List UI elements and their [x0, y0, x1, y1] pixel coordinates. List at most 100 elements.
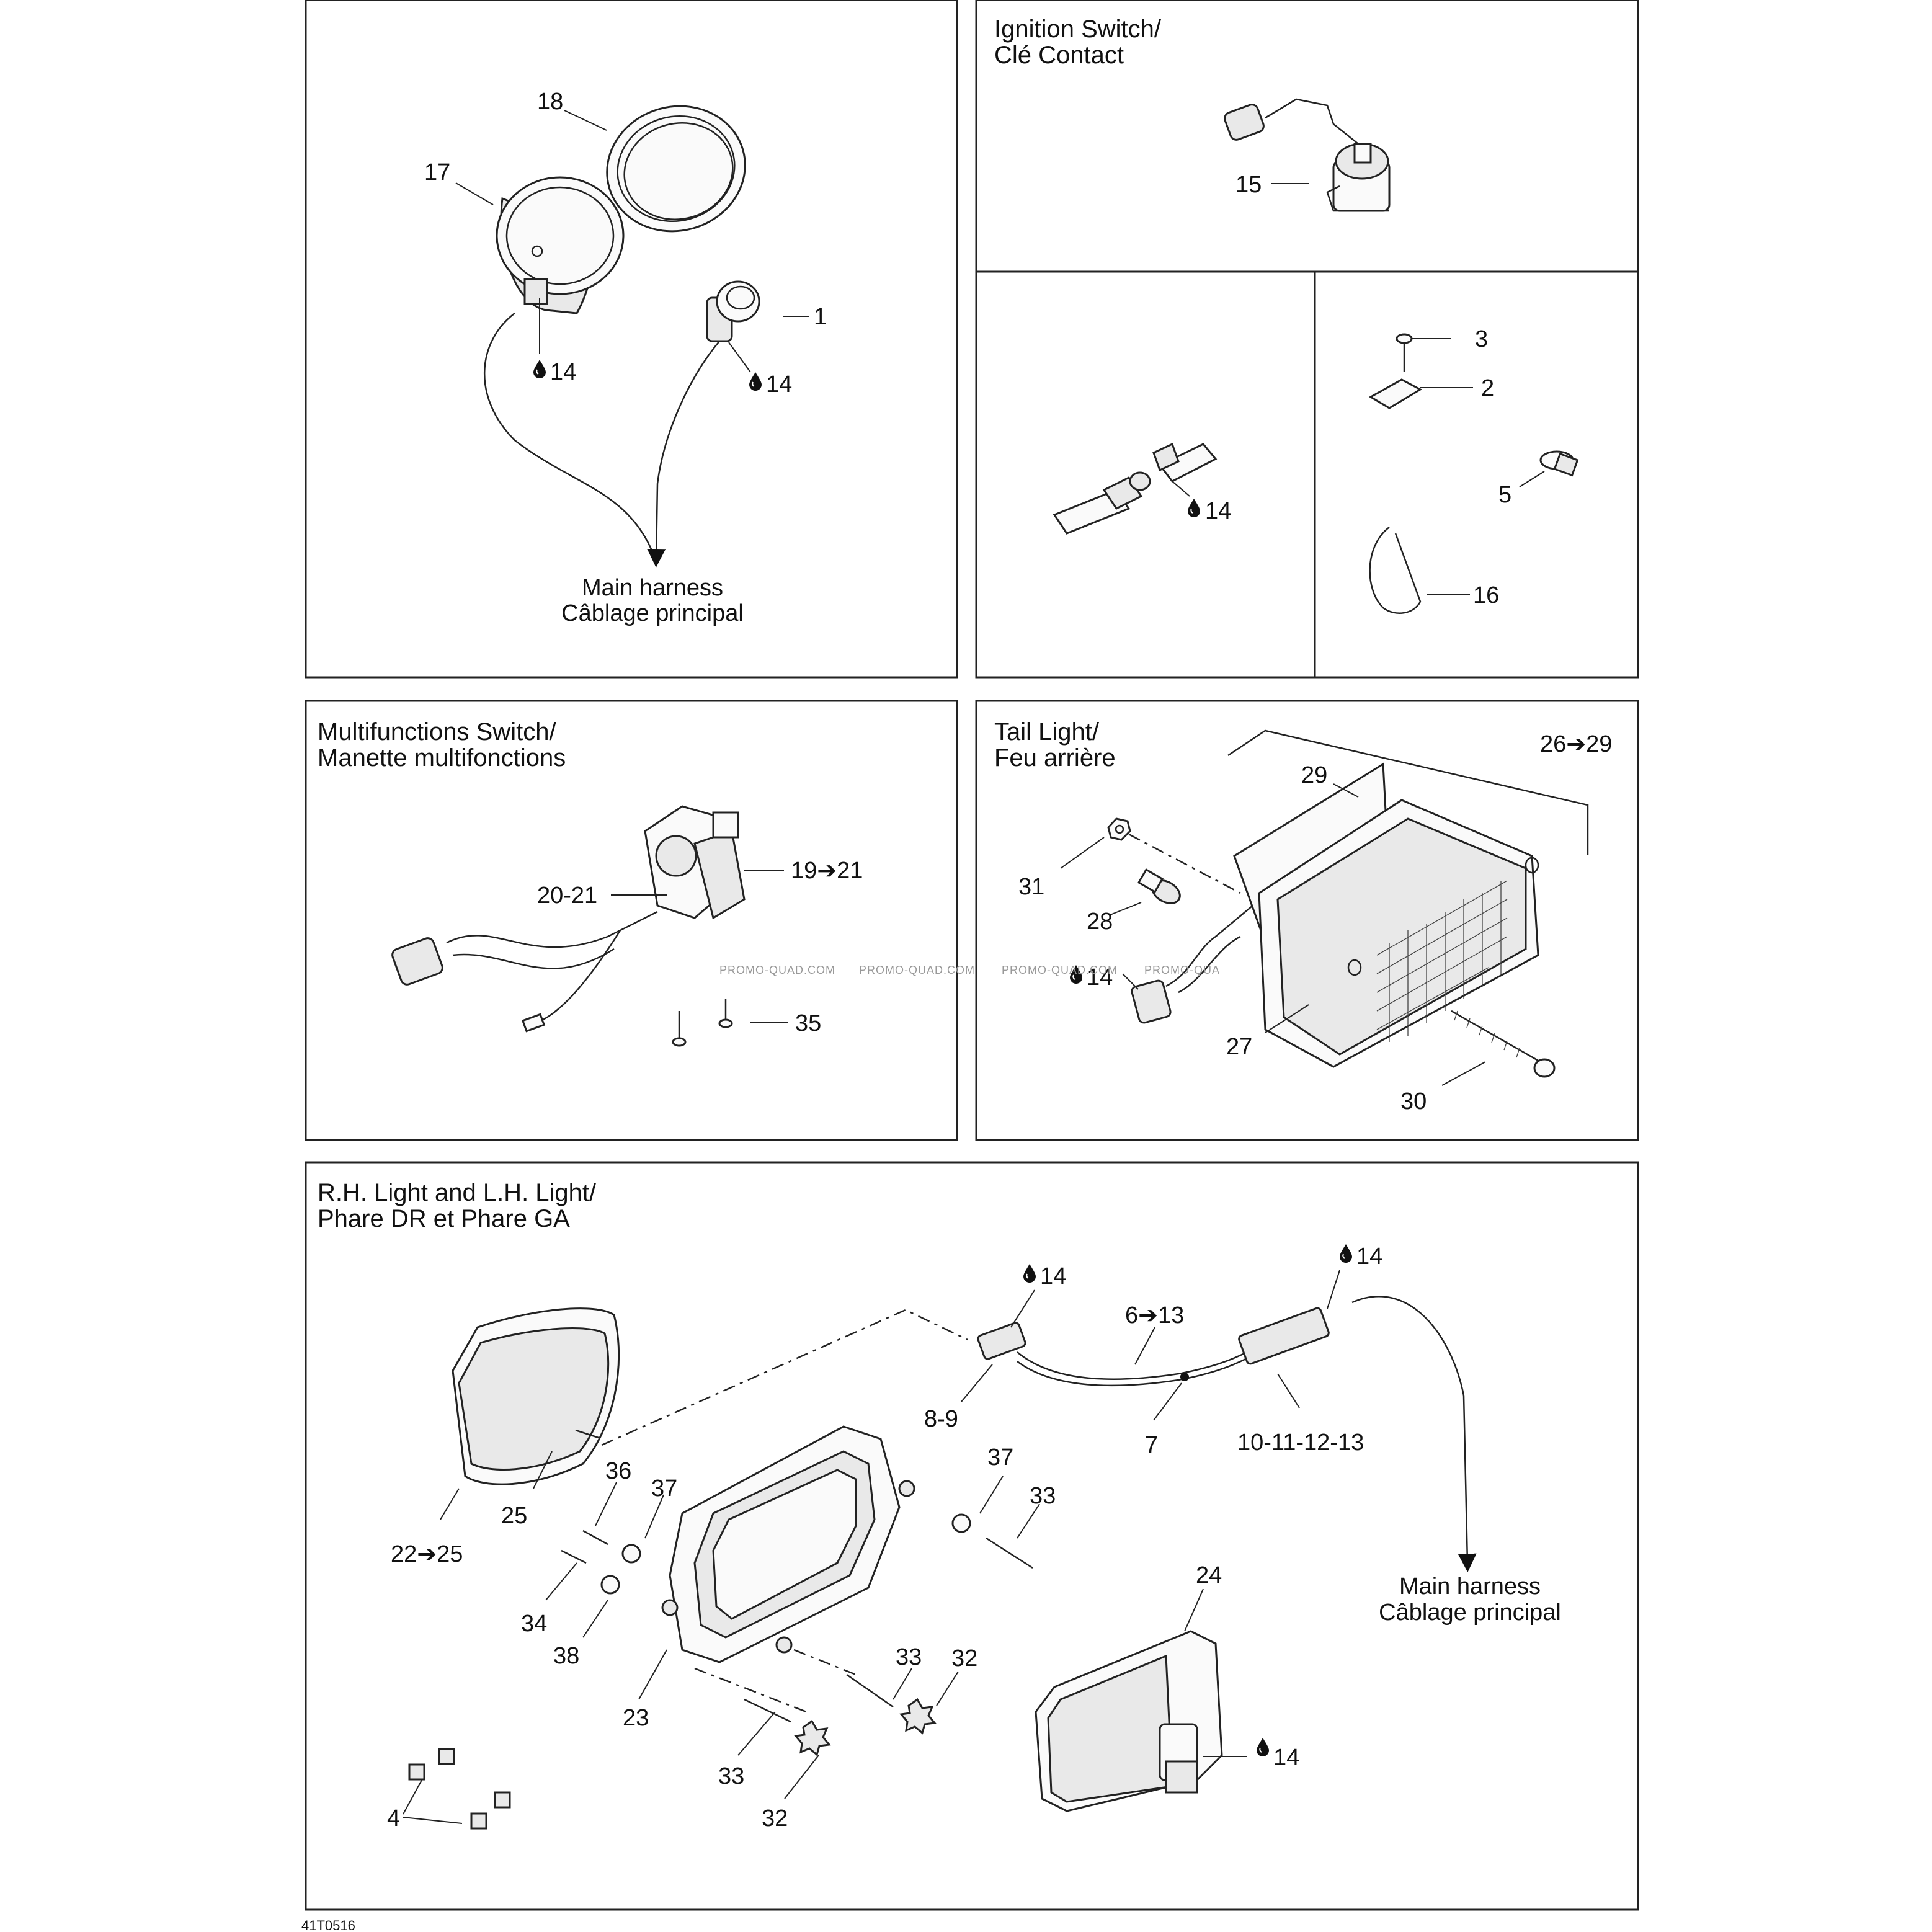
panel-headlights: R.H. Light and L.H. Light/ Phare DR et P…: [305, 1161, 1639, 1911]
headlight-harness: [977, 1307, 1330, 1387]
callout-37-b: 37: [987, 1445, 1013, 1471]
panel-title-multiswitch: Multifunctions Switch/: [318, 718, 556, 746]
callout-8-9: 8-9: [924, 1406, 958, 1432]
callout-31: 31: [1018, 874, 1044, 900]
callout-26-29: 26➔29: [1540, 731, 1612, 757]
callout-7: 7: [1145, 1432, 1158, 1458]
svg-text:PROMO-QUAD.COM: PROMO-QUAD.COM: [719, 964, 835, 976]
main-harness-label-2b: Câblage principal: [1379, 1600, 1561, 1626]
bezel-ring: [606, 105, 746, 233]
callout-10-13: 10-11-12-13: [1237, 1430, 1364, 1456]
tail-light-housing: [1258, 799, 1539, 1068]
watermark: PROMO-QUAD.COM PROMO-QUAD.COM PROMO-QUAD…: [719, 964, 1220, 976]
panel-terminals: 14: [975, 270, 1316, 679]
assembly-bracket: [1227, 729, 1589, 855]
panel-taillight: Tail Light/ Feu arrière: [719, 700, 1639, 1141]
callout-20-21: 20-21: [537, 883, 597, 909]
callout-14-bulb: 14: [766, 372, 792, 398]
callout-34: 34: [521, 1611, 547, 1637]
nut-clips: [408, 1748, 511, 1830]
callout-15: 15: [1235, 172, 1262, 198]
panel-headlights-frame: [305, 1161, 1639, 1911]
cable-tie: [1369, 527, 1422, 614]
panel-title-multiswitch-fr: Manette multifonctions: [318, 744, 566, 772]
panel-gauge: 18 17 1 14 14 Main harness Câblage princ…: [305, 0, 958, 679]
callout-16: 16: [1473, 582, 1499, 608]
callout-14-harness-b: 14: [1356, 1244, 1382, 1270]
long-screw: [1451, 1010, 1556, 1078]
panel-ignition: Ignition Switch/ Clé Contact 15: [975, 0, 1639, 273]
callout-33-b: 33: [896, 1644, 922, 1670]
callout-30: 30: [1400, 1088, 1427, 1115]
panel-title-ignition-fr: Clé Contact: [994, 42, 1124, 69]
callout-36: 36: [605, 1458, 631, 1484]
multifunction-switch: [644, 805, 746, 920]
main-harness-label-1: Main harness: [582, 575, 723, 601]
push-rivet: [1539, 450, 1579, 477]
panel-fasteners-frame: [1314, 270, 1639, 679]
callout-25: 25: [501, 1503, 527, 1529]
callout-19-21: 19➔21: [791, 858, 863, 884]
callout-32-b: 32: [762, 1805, 788, 1832]
assembly-line: [601, 1309, 968, 1446]
bulb-28: [1137, 868, 1181, 904]
callout-2: 2: [1481, 375, 1494, 401]
callout-14-harness-a: 14: [1040, 1263, 1066, 1289]
panel-title-headlights: R.H. Light and L.H. Light/: [318, 1179, 597, 1206]
terminal-connector: [1053, 442, 1218, 535]
headlight-lamp: [452, 1307, 620, 1485]
callout-14-headlight: 14: [1273, 1745, 1299, 1771]
callout-22-25: 22➔25: [391, 1541, 463, 1567]
panel-fasteners: 3 2 5 16: [1314, 270, 1639, 679]
screws-35: [672, 999, 733, 1047]
callout-18: 18: [537, 89, 563, 115]
callout-4: 4: [387, 1805, 400, 1832]
callout-3: 3: [1475, 326, 1488, 352]
callout-32-a: 32: [951, 1645, 977, 1672]
svg-text:PROMO-QUAD.COM: PROMO-QUAD.COM: [859, 964, 975, 976]
panel-title-headlights-fr: Phare DR et Phare GA: [318, 1205, 570, 1232]
panel-title-taillight-fr: Feu arrière: [994, 744, 1116, 772]
callout-35: 35: [795, 1010, 821, 1036]
main-harness-label-1b: Câblage principal: [561, 600, 744, 626]
main-harness-label-2: Main harness: [1399, 1574, 1541, 1600]
harness-route: [1351, 1296, 1477, 1572]
panel-ignition-frame: [975, 0, 1639, 273]
panel-title-ignition: Ignition Switch/: [994, 16, 1162, 43]
hardware: [561, 1513, 1033, 1756]
callout-28: 28: [1087, 909, 1113, 935]
callout-27: 27: [1226, 1034, 1252, 1060]
tail-plug: [1131, 905, 1253, 1024]
callout-17: 17: [424, 159, 450, 185]
headlight-24: [1035, 1630, 1223, 1812]
nut: [1107, 817, 1131, 841]
assembly-line: [1128, 833, 1241, 894]
harness-plug: [391, 910, 658, 1033]
callout-38: 38: [553, 1643, 579, 1669]
callout-24: 24: [1196, 1562, 1222, 1588]
gauge-housing: [496, 176, 625, 314]
panel-multiswitch: Multifunctions Switch/ Manette multifonc…: [305, 700, 958, 1141]
callout-33-c: 33: [718, 1763, 744, 1789]
indicator-bulb: [706, 280, 760, 342]
gauge-wire: [483, 313, 654, 553]
ignition-switch: [1224, 98, 1391, 212]
callout-14-gauge: 14: [550, 359, 576, 385]
svg-text:PROMO-QUA: PROMO-QUA: [1144, 964, 1220, 976]
panel-title-taillight: Tail Light/: [994, 718, 1100, 746]
callout-1: 1: [814, 304, 827, 330]
callout-14-tail: 14: [1087, 964, 1113, 990]
clip: [1369, 378, 1423, 409]
callout-33-a: 33: [1030, 1483, 1056, 1509]
bulb-wire: [647, 341, 720, 568]
panel-multiswitch-frame: [305, 700, 958, 1141]
callout-14-terminal: 14: [1205, 498, 1231, 524]
callout-23: 23: [623, 1705, 649, 1731]
headlight-bezel: [661, 1425, 915, 1663]
svg-text:PROMO-QUAD.COM: PROMO-QUAD.COM: [1002, 964, 1118, 976]
drawing-code: 41T0516: [301, 1918, 355, 1932]
panel-gauge-frame: [305, 0, 958, 679]
callout-6-13: 6➔13: [1125, 1302, 1184, 1329]
callout-29: 29: [1301, 762, 1327, 788]
